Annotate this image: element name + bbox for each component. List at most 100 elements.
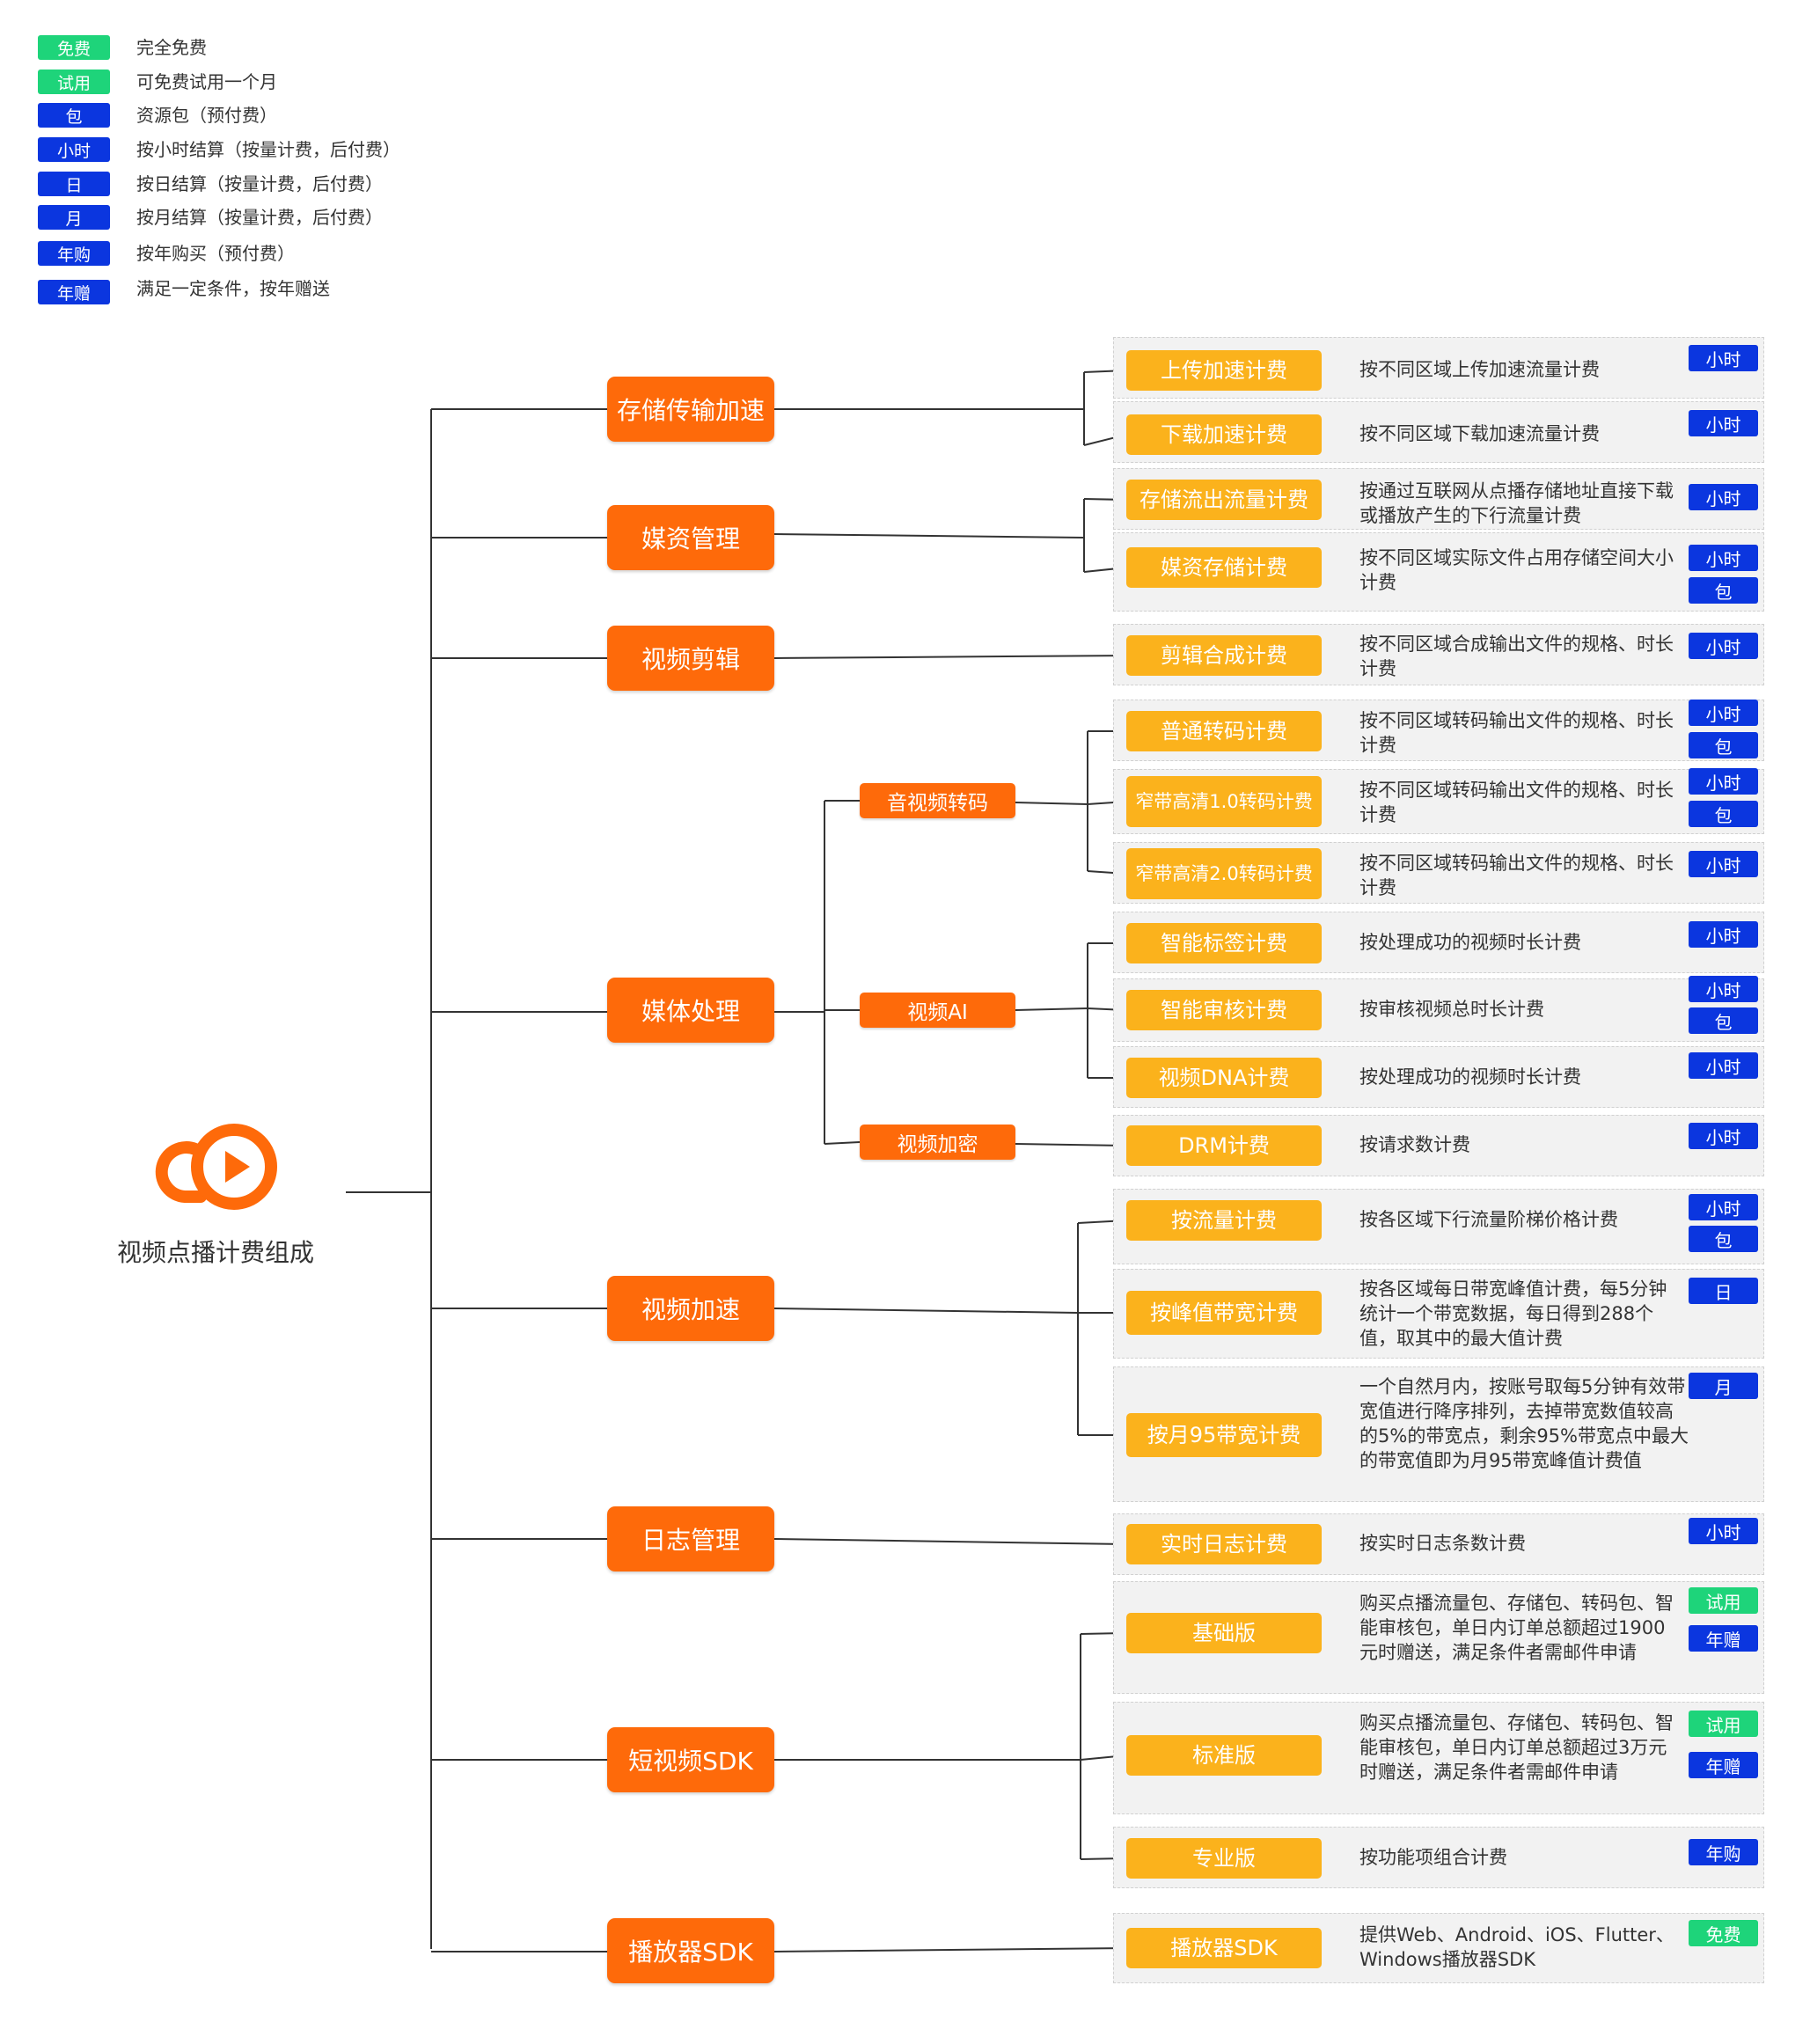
billing-tag-package: 包 <box>1689 1226 1758 1252</box>
desc-peak-bandwidth: 按各区域每日带宽峰值计费，每5分钟统计一个带宽数据，每日得到288个值，取其中的… <box>1359 1278 1667 1349</box>
leaf-monthly-95-bandwidth: 按月95带宽计费 <box>1126 1413 1322 1457</box>
billing-tag-hourly: 小时 <box>1689 1518 1758 1544</box>
subcategory-video-encryption: 视频加密 <box>860 1125 1015 1160</box>
desc-traffic-billing: 按各区域下行流量阶梯价格计费 <box>1359 1209 1618 1230</box>
desc-standard-transcode: 按不同区域转码输出文件的规格、时长计费 <box>1359 710 1674 756</box>
leaf-drm: DRM计费 <box>1126 1125 1322 1166</box>
desc-monthly-95-bandwidth: 一个自然月内，按账号取每5分钟有效带宽值进行降序排列，去掉带宽数值较高的5%的带… <box>1359 1376 1689 1471</box>
desc-pro-edition: 按功能项组合计费 <box>1359 1847 1507 1868</box>
billing-tag-trial: 试用 <box>1689 1711 1758 1737</box>
desc-realtime-log: 按实时日志条数计费 <box>1359 1533 1526 1554</box>
legend-tag-hourly: 小时 <box>38 137 110 162</box>
billing-tag-package: 包 <box>1689 801 1758 827</box>
billing-tag-hourly: 小时 <box>1689 1123 1758 1149</box>
billing-tag-hourly: 小时 <box>1689 700 1758 726</box>
leaf-traffic-billing: 按流量计费 <box>1126 1200 1322 1241</box>
leaf-download-acceleration: 下载加速计费 <box>1126 414 1322 455</box>
category-media-asset: 媒资管理 <box>607 505 774 570</box>
billing-tag-hourly: 小时 <box>1689 545 1758 571</box>
leaf-storage-outflow: 存储流出流量计费 <box>1126 480 1322 520</box>
connector-line <box>1015 1143 1127 1147</box>
connector-line <box>773 1308 1079 1314</box>
desc-basic-edition: 购买点播流量包、存储包、转码包、智能审核包，单日内订单总额超过1900元时赠送，… <box>1359 1593 1674 1663</box>
leaf-upload-acceleration: 上传加速计费 <box>1126 350 1322 391</box>
subcategory-transcoding: 音视频转码 <box>860 783 1015 818</box>
category-video-acceleration: 视频加速 <box>607 1276 774 1341</box>
connector-line <box>1015 1007 1088 1011</box>
billing-tag-hourly: 小时 <box>1689 1052 1758 1079</box>
category-video-editing: 视频剪辑 <box>607 626 774 691</box>
legend-text-free: 完全免费 <box>136 37 207 58</box>
legend-text-hourly: 按小时结算（按量计费，后付费） <box>136 139 400 160</box>
desc-player-sdk: 提供Web、Android、iOS、Flutter、Windows播放器SDK <box>1359 1924 1674 1970</box>
billing-tag-package: 包 <box>1689 577 1758 604</box>
legend-text-trial: 可免费试用一个月 <box>136 71 277 92</box>
leaf-basic-edition: 基础版 <box>1126 1613 1322 1653</box>
desc-smart-tagging: 按处理成功的视频时长计费 <box>1359 932 1581 953</box>
legend-text-daily: 按日结算（按量计费，后付费） <box>136 173 383 194</box>
connector-line <box>773 533 1085 538</box>
desc-video-dna: 按处理成功的视频时长计费 <box>1359 1066 1581 1088</box>
leaf-peak-bandwidth: 按峰值带宽计费 <box>1126 1291 1322 1335</box>
desc-download-acceleration: 按不同区域下载加速流量计费 <box>1359 423 1600 444</box>
legend-text-yearly-purchase: 按年购买（预付费） <box>136 243 295 264</box>
desc-smart-review: 按审核视频总时长计费 <box>1359 999 1544 1020</box>
leaf-realtime-log: 实时日志计费 <box>1126 1524 1322 1564</box>
legend-tag-package: 包 <box>38 103 110 128</box>
leaf-standard-transcode: 普通转码计费 <box>1126 711 1322 751</box>
connector-line <box>773 1538 1127 1545</box>
billing-tag-hourly: 小时 <box>1689 851 1758 877</box>
legend-tag-yearly-purchase: 年购 <box>38 241 110 266</box>
desc-upload-acceleration: 按不同区域上传加速流量计费 <box>1359 359 1600 380</box>
billing-tag-yearly-gift: 年赠 <box>1689 1625 1758 1652</box>
billing-tag-trial: 试用 <box>1689 1587 1758 1614</box>
category-media-processing: 媒体处理 <box>607 978 774 1043</box>
billing-tag-hourly: 小时 <box>1689 921 1758 948</box>
legend-text-monthly: 按月结算（按量计费，后付费） <box>136 207 383 228</box>
billing-tag-free: 免费 <box>1689 1920 1758 1946</box>
category-storage-transfer: 存储传输加速 <box>607 377 774 442</box>
leaf-smart-tagging: 智能标签计费 <box>1126 923 1322 963</box>
category-short-video-sdk: 短视频SDK <box>607 1727 774 1792</box>
legend-tag-free: 免费 <box>38 35 110 60</box>
panel-item <box>1113 1115 1764 1176</box>
desc-edit-compose: 按不同区域合成输出文件的规格、时长计费 <box>1359 634 1674 679</box>
desc-media-storage: 按不同区域实际文件占用存储空间大小计费 <box>1359 547 1674 593</box>
desc-storage-outflow: 按通过互联网从点播存储地址直接下载或播放产生的下行流量计费 <box>1359 480 1674 526</box>
legend-text-package: 资源包（预付费） <box>136 105 277 126</box>
leaf-nhd2-transcode: 窄带高清2.0转码计费 <box>1126 848 1322 899</box>
leaf-nhd1-transcode: 窄带高清1.0转码计费 <box>1126 776 1322 827</box>
leaf-media-storage: 媒资存储计费 <box>1126 547 1322 588</box>
billing-tag-hourly: 小时 <box>1689 768 1758 795</box>
cloud-play-icon <box>155 1124 277 1210</box>
legend-text-yearly-gift: 满足一定条件，按年赠送 <box>136 278 330 299</box>
root-title: 视频点播计费组成 <box>116 1238 314 1267</box>
legend-tag-daily: 日 <box>38 172 110 196</box>
connector-line <box>1015 802 1088 805</box>
desc-nhd2-transcode: 按不同区域转码输出文件的规格、时长计费 <box>1359 853 1674 898</box>
leaf-player-sdk: 播放器SDK <box>1126 1928 1322 1968</box>
legend-tag-monthly: 月 <box>38 205 110 230</box>
desc-nhd1-transcode: 按不同区域转码输出文件的规格、时长计费 <box>1359 780 1674 825</box>
billing-tag-package: 包 <box>1689 732 1758 758</box>
billing-tag-yearly-purchase: 年购 <box>1689 1839 1758 1865</box>
billing-tag-hourly: 小时 <box>1689 633 1758 659</box>
legend-tag-trial: 试用 <box>38 70 110 94</box>
leaf-pro-edition: 专业版 <box>1126 1838 1322 1879</box>
connector-line <box>773 1947 1127 1952</box>
billing-tag-hourly: 小时 <box>1689 345 1758 371</box>
billing-tag-yearly-gift: 年赠 <box>1689 1752 1758 1778</box>
billing-tag-hourly: 小时 <box>1689 1194 1758 1220</box>
desc-drm: 按请求数计费 <box>1359 1134 1470 1155</box>
category-log-management: 日志管理 <box>607 1506 774 1571</box>
billing-tag-hourly: 小时 <box>1689 976 1758 1002</box>
desc-standard-edition: 购买点播流量包、存储包、转码包、智能审核包，单日内订单总额超过3万元时赠送，满足… <box>1359 1712 1674 1783</box>
billing-tag-package: 包 <box>1689 1007 1758 1034</box>
leaf-standard-edition: 标准版 <box>1126 1735 1322 1776</box>
connector-line <box>773 655 1127 659</box>
billing-tag-daily: 日 <box>1689 1278 1758 1304</box>
billing-tag-hourly: 小时 <box>1689 410 1758 436</box>
connector-line <box>824 1141 861 1145</box>
billing-tag-hourly: 小时 <box>1689 484 1758 510</box>
subcategory-video-ai: 视频AI <box>860 993 1015 1028</box>
